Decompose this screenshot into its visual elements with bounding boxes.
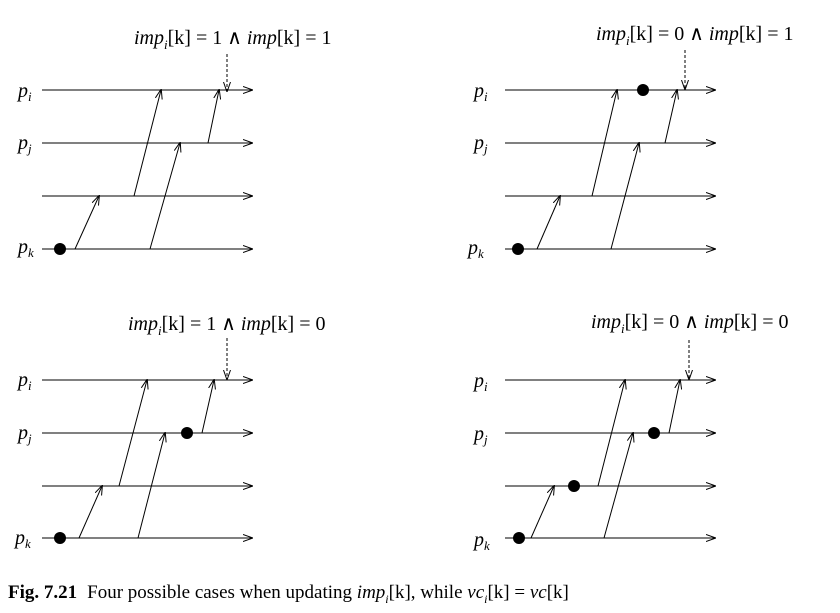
panel-bottom-left: impi[k] = 1 ∧ imp[k] = 0 pi pj pk bbox=[13, 313, 325, 551]
message-arrow bbox=[149, 143, 180, 250]
caption-vc-sub: i bbox=[484, 591, 488, 606]
figure-diagram: impi[k] = 1 ∧ imp[k] = 1 pi pj pk impi[k… bbox=[13, 23, 793, 553]
caption-text: Four possible cases when updating bbox=[87, 582, 357, 603]
message-arrow bbox=[668, 380, 680, 434]
panel-bottom-right: impi[k] = 0 ∧ imp[k] = 0 pi pj pk bbox=[472, 311, 788, 553]
message-arrow bbox=[597, 380, 625, 487]
message-arrow bbox=[664, 90, 677, 144]
caption-text-middle: , while bbox=[410, 582, 468, 603]
event-dot-pi bbox=[637, 84, 649, 96]
caption-imp-sub: i bbox=[385, 591, 389, 606]
event-dot-pk bbox=[513, 532, 525, 544]
message-arrow bbox=[530, 486, 554, 539]
event-dot-pj bbox=[648, 427, 660, 439]
panel-condition: impi[k] = 1 ∧ imp[k] = 0 bbox=[128, 313, 325, 338]
panel-condition: impi[k] = 0 ∧ imp[k] = 0 bbox=[591, 311, 788, 336]
process-label-pk: pk bbox=[466, 237, 484, 261]
process-label-pj: pj bbox=[16, 422, 32, 446]
panel-condition: impi[k] = 1 ∧ imp[k] = 1 bbox=[134, 27, 331, 52]
process-label-pj: pj bbox=[16, 132, 32, 156]
process-label-pj: pj bbox=[472, 423, 488, 447]
message-arrow bbox=[118, 380, 147, 487]
figure-number: Fig. 7.21 bbox=[8, 582, 78, 603]
caption-vc-idx: [k] = bbox=[487, 582, 530, 603]
message-arrow bbox=[78, 486, 102, 539]
event-dot-pj bbox=[181, 427, 193, 439]
process-label-pi: pi bbox=[16, 369, 32, 393]
caption-vc2-idx: [k] bbox=[546, 582, 569, 603]
message-arrow bbox=[603, 433, 633, 539]
message-arrow bbox=[610, 143, 639, 250]
caption-vc2: vc bbox=[529, 582, 547, 603]
process-label-pk: pk bbox=[472, 529, 490, 553]
figure-caption: Fig. 7.21 Four possible cases when updati… bbox=[8, 582, 569, 607]
event-dot-p3 bbox=[568, 480, 580, 492]
process-label-pi: pi bbox=[472, 370, 488, 394]
process-label-pk: pk bbox=[13, 527, 31, 551]
message-arrow bbox=[591, 90, 617, 197]
process-label-pk: pk bbox=[16, 236, 34, 260]
panel-top-right: impi[k] = 0 ∧ imp[k] = 1 pi pj pk bbox=[466, 23, 793, 261]
message-arrow bbox=[74, 196, 99, 250]
event-dot-pk bbox=[512, 243, 524, 255]
message-arrow bbox=[536, 196, 560, 250]
message-arrow bbox=[133, 90, 161, 197]
message-arrow bbox=[207, 90, 219, 144]
message-arrow bbox=[137, 433, 165, 539]
event-dot-pk bbox=[54, 243, 66, 255]
panel-condition: impi[k] = 0 ∧ imp[k] = 1 bbox=[596, 23, 793, 48]
event-dot-pk bbox=[54, 532, 66, 544]
process-label-pj: pj bbox=[472, 132, 488, 156]
caption-imp-idx: [k] bbox=[388, 582, 411, 603]
caption-imp: imp bbox=[356, 582, 386, 603]
process-label-pi: pi bbox=[472, 80, 488, 104]
panel-top-left: impi[k] = 1 ∧ imp[k] = 1 pi pj pk bbox=[16, 27, 331, 260]
message-arrow bbox=[201, 380, 214, 434]
process-label-pi: pi bbox=[16, 80, 32, 104]
caption-vc: vc bbox=[467, 582, 485, 603]
